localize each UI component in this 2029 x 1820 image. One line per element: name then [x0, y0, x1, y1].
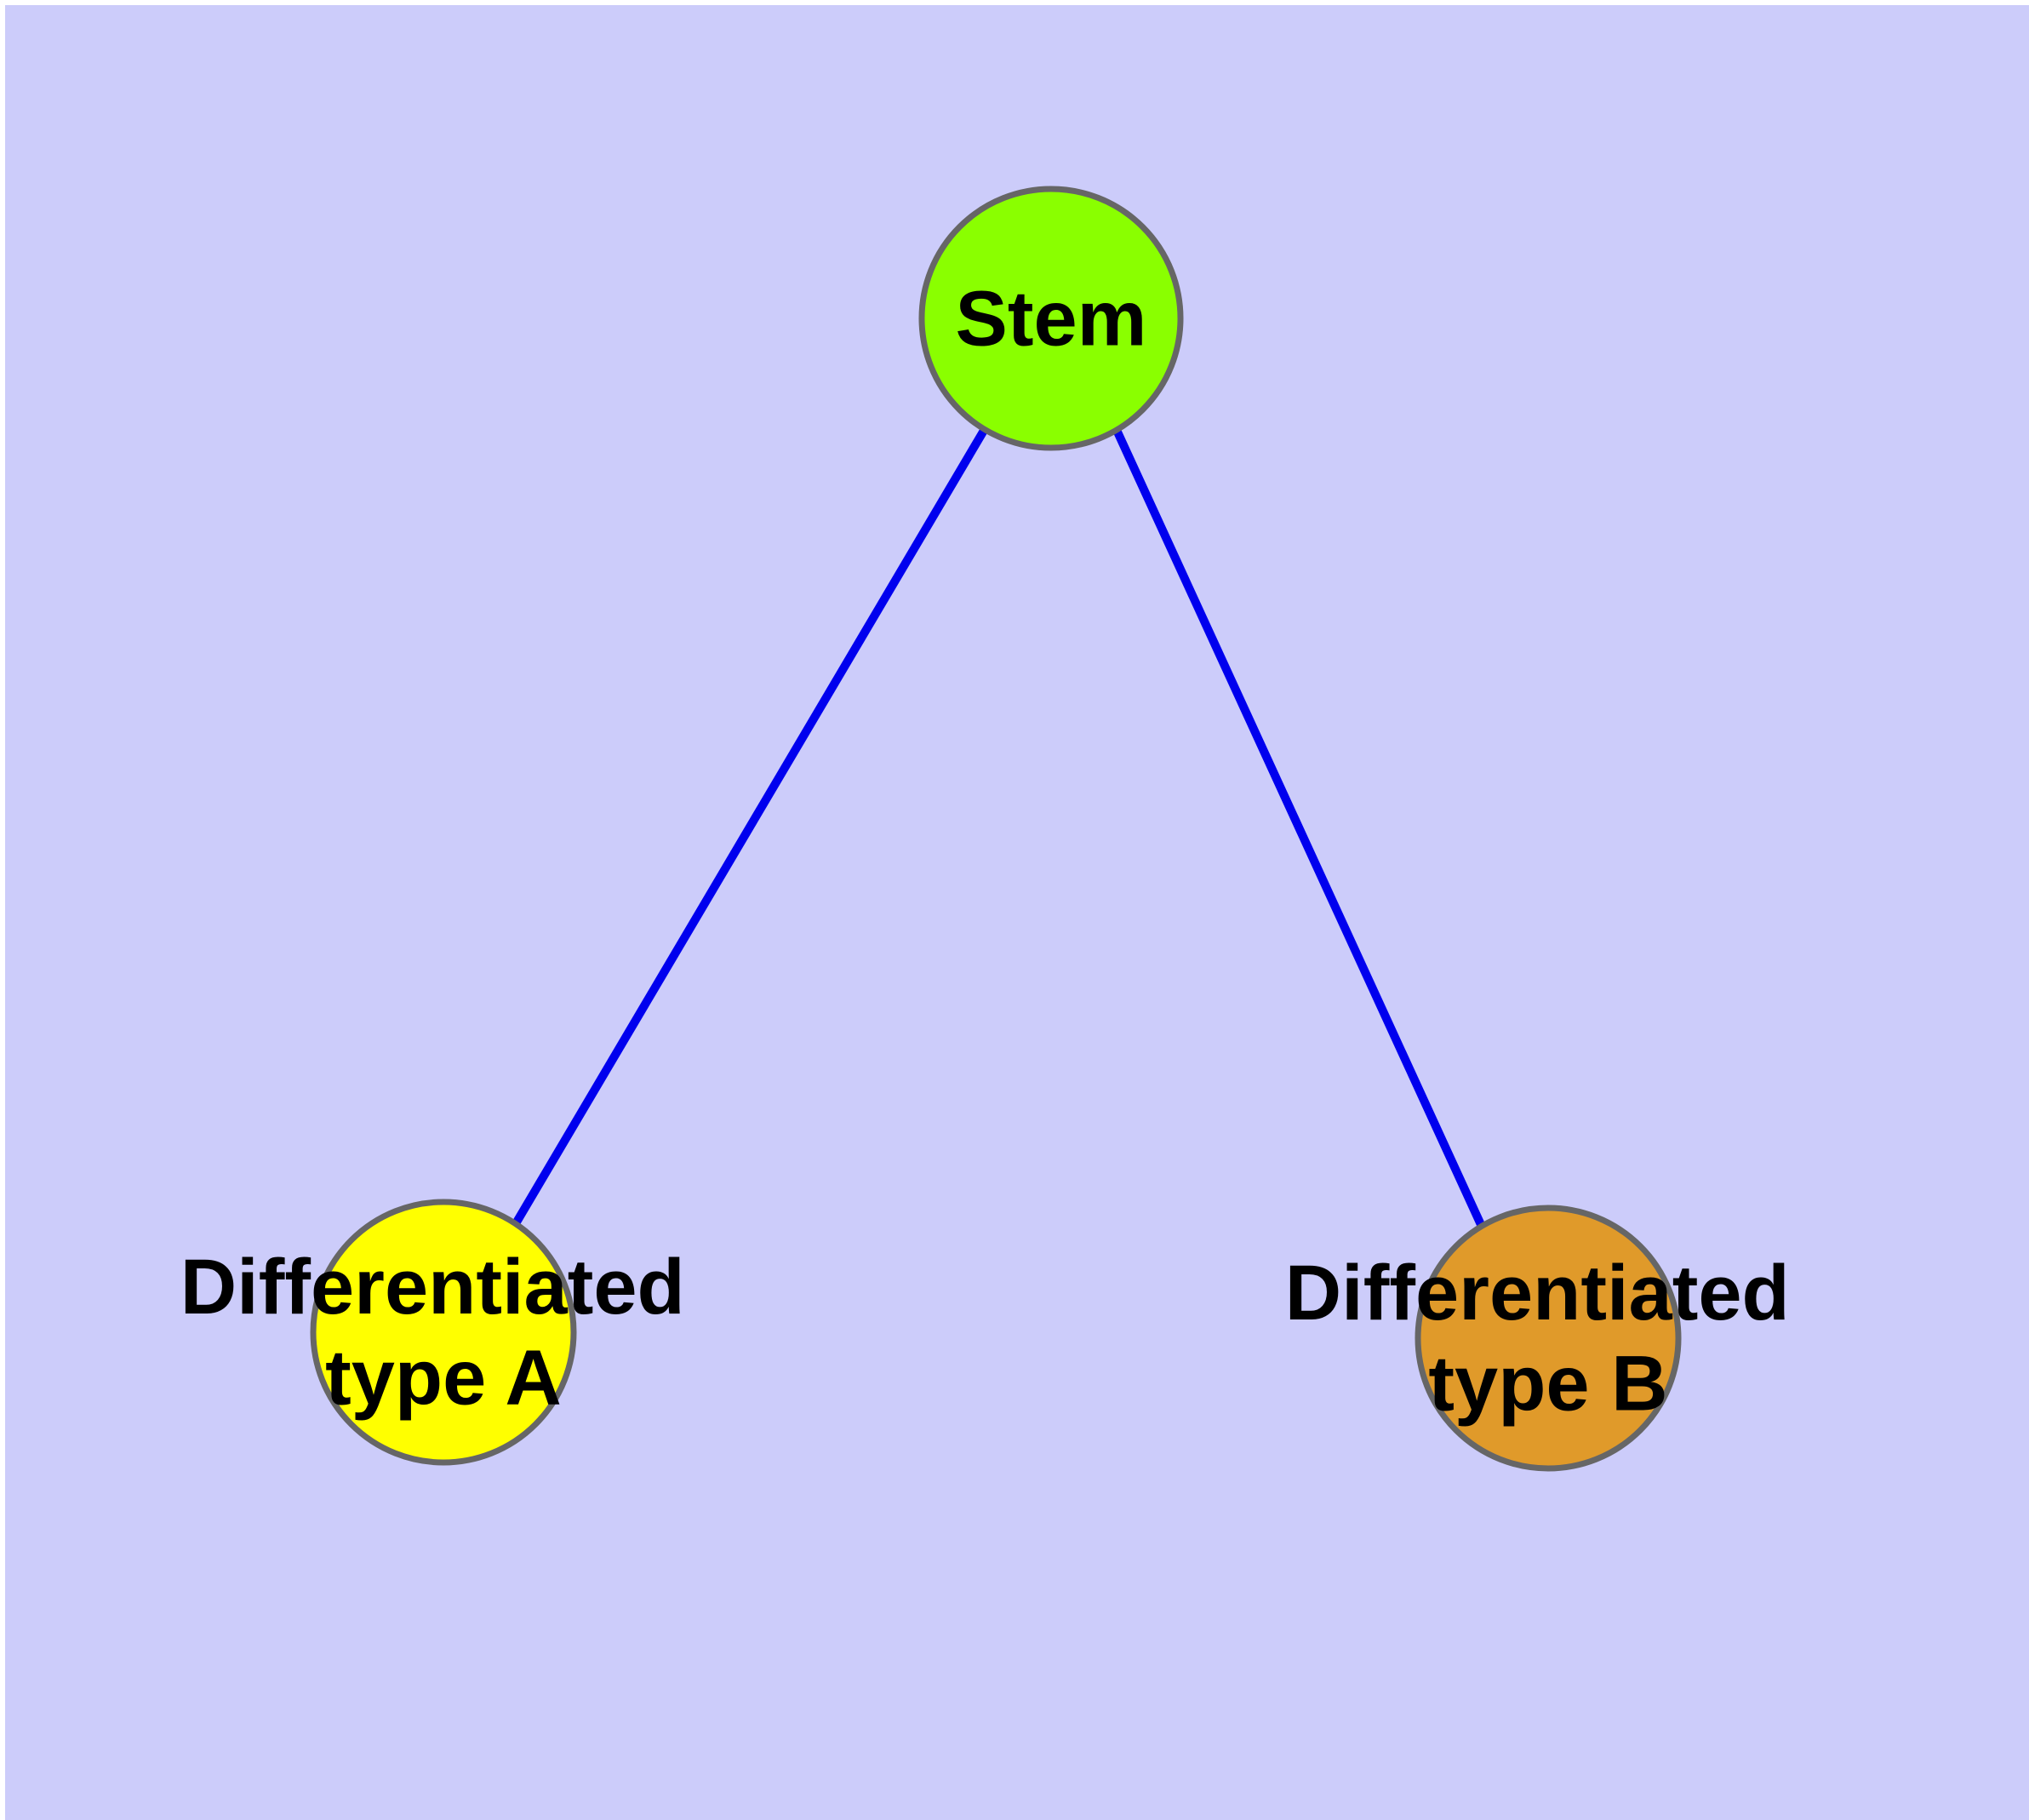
node-stem-label: Stem [956, 275, 1147, 362]
node-stem[interactable]: Stem [918, 186, 1184, 451]
edge-layer [511, 426, 1487, 1231]
node-stem-circle[interactable] [918, 186, 1184, 451]
node-differentiated-type-a[interactable]: Differentiated type A [180, 1199, 707, 1466]
node-layer: Stem Differentiated type A Differentiate… [180, 186, 1812, 1472]
node-differentiated-type-b-label: Differentiated type B [1285, 1250, 1812, 1428]
node-differentiated-type-a-label: Differentiated type A [180, 1244, 707, 1422]
edge-stem-to-diff-a[interactable] [511, 426, 989, 1228]
node-differentiated-type-a-circle[interactable] [310, 1199, 577, 1466]
node-differentiated-type-b-circle[interactable] [1415, 1205, 1682, 1472]
edge-stem-to-diff-b[interactable] [1112, 426, 1487, 1231]
node-differentiated-type-b[interactable]: Differentiated type B [1285, 1205, 1812, 1472]
